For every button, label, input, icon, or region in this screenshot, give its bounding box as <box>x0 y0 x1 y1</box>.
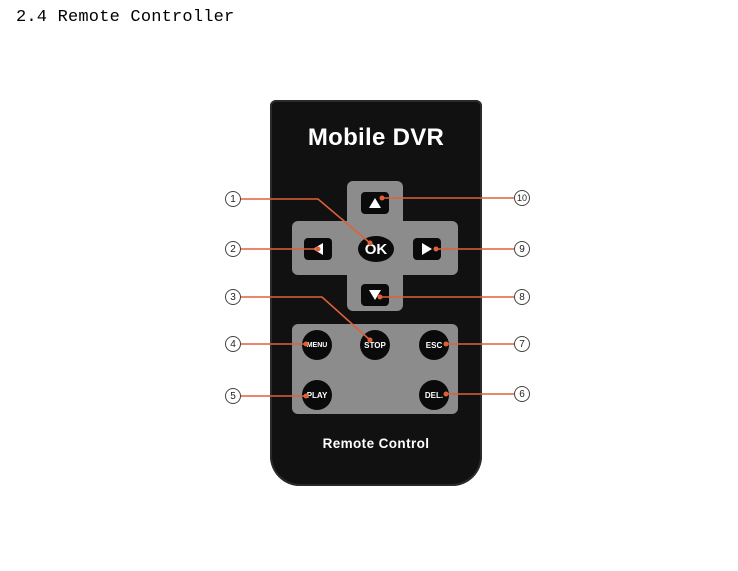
callout-number-6: 6 <box>514 386 530 402</box>
callout-number-3: 3 <box>225 289 241 305</box>
callout-number-5: 5 <box>225 388 241 404</box>
left-arrow-button[interactable] <box>304 238 332 260</box>
callout-number-7: 7 <box>514 336 530 352</box>
callout-number-4: 4 <box>225 336 241 352</box>
left-arrow-icon <box>313 243 323 255</box>
remote-title: Mobile DVR <box>307 124 445 151</box>
stop-button[interactable]: STOP <box>360 330 390 360</box>
callout-number-10: 10 <box>514 190 530 206</box>
up-arrow-button[interactable] <box>361 192 389 214</box>
right-arrow-button[interactable] <box>413 238 441 260</box>
esc-button[interactable]: ESC <box>419 330 449 360</box>
del-button[interactable]: DEL. <box>419 380 449 410</box>
ok-button[interactable]: OK <box>358 236 394 262</box>
up-arrow-icon <box>369 198 381 208</box>
remote-footer: Remote Control <box>322 436 430 451</box>
callout-number-9: 9 <box>514 241 530 257</box>
callout-number-2: 2 <box>225 241 241 257</box>
remote-controller: Mobile DVR OK MENU STOP ESC PLAY DEL. Re… <box>270 100 482 486</box>
callout-number-8: 8 <box>514 289 530 305</box>
down-arrow-icon <box>369 290 381 300</box>
section-heading: 2.4 Remote Controller <box>16 8 235 27</box>
play-button[interactable]: PLAY <box>302 380 332 410</box>
menu-button[interactable]: MENU <box>302 330 332 360</box>
callout-number-1: 1 <box>225 191 241 207</box>
down-arrow-button[interactable] <box>361 284 389 306</box>
right-arrow-icon <box>422 243 432 255</box>
